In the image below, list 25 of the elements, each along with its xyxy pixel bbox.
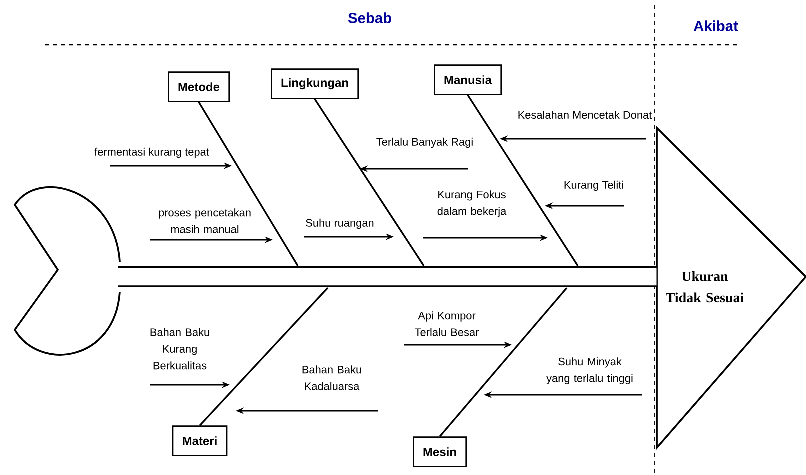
bone-line: [439, 287, 568, 438]
heading: Sebab: [348, 12, 392, 24]
cause-text: Api Kompor Terlalu Besar: [415, 312, 479, 336]
category-box: Mesin: [413, 436, 467, 468]
cause-text: Terlalu Banyak Ragi: [376, 138, 473, 148]
cause-text: proses pencetakan masih manual: [159, 208, 251, 234]
bone-line: [314, 98, 425, 266]
cause-text: Bahan Baku Kurang Berkualitas: [150, 328, 210, 370]
cause-text: Bahan Baku Kadaluarsa: [302, 366, 362, 390]
bone-line: [467, 94, 579, 266]
category-box: Manusia: [434, 64, 502, 96]
heading: Akibat: [694, 20, 738, 32]
cause-text: fermentasi kurang tepat: [94, 148, 210, 158]
category-box: Materi: [172, 426, 228, 456]
bone-line: [199, 287, 329, 426]
category-box: Lingkungan: [271, 68, 359, 100]
cause-text: Kurang Teliti: [564, 180, 624, 192]
spine-line: [118, 266, 657, 288]
category-box: Metode: [168, 72, 230, 102]
fish-tail: [14, 186, 121, 356]
cause-text: Kurang Fokus dalam bekerja: [438, 190, 507, 218]
cause-text: Suhu Minyak yang terlalu tinggi: [546, 358, 633, 384]
cause-text: Suhu ruangan: [306, 218, 374, 230]
cause-text: Kesalahan Mencetak Donat: [518, 110, 652, 120]
bone-line: [198, 102, 299, 266]
